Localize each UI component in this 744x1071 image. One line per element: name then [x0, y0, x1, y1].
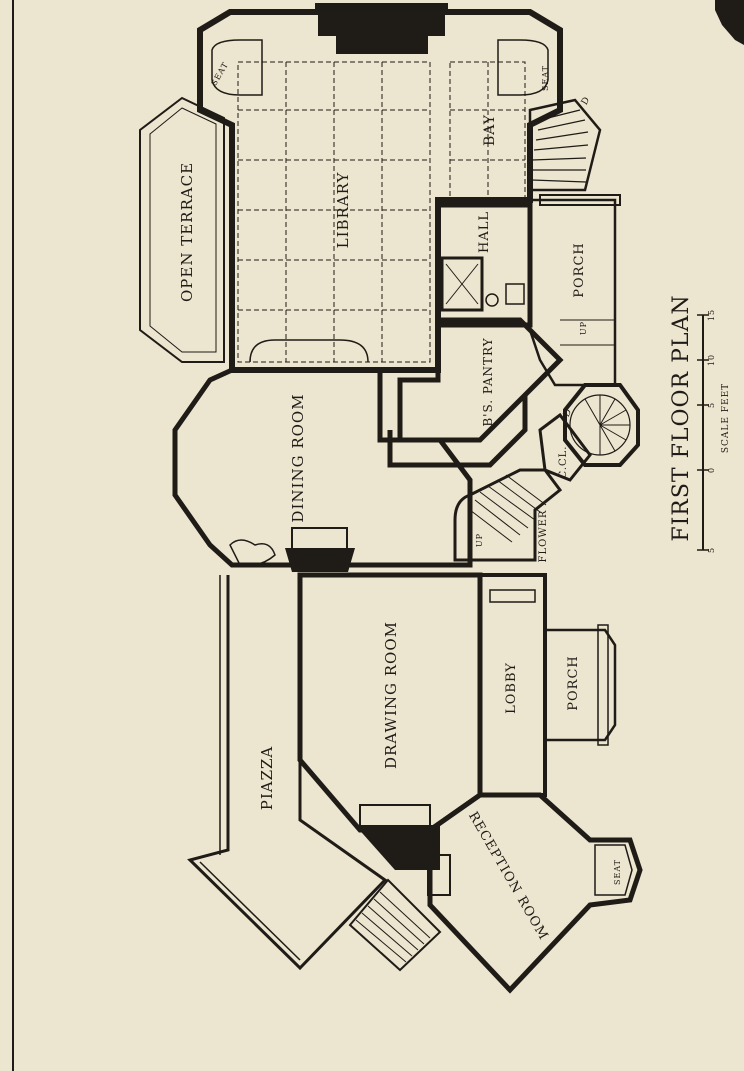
- library-ceiling-grid: [237, 61, 526, 363]
- label-seat-ne: SEAT: [541, 65, 550, 91]
- label-porch-south: PORCH: [566, 655, 581, 710]
- flower-stair-outline: [453, 468, 563, 562]
- library-walls: [197, 3, 563, 373]
- scale-bar: [697, 314, 709, 551]
- scale-tick-1: 0: [707, 467, 716, 473]
- scale-label: SCALE FEET: [721, 383, 731, 453]
- label-bay: BAY: [482, 114, 498, 146]
- scale-tick-2: 5: [707, 402, 716, 408]
- label-seat-reception: SEAT: [613, 859, 622, 885]
- label-piazza: PIAZZA: [258, 746, 276, 811]
- pantry-walls: [397, 317, 564, 443]
- label-porch-north: PORCH: [572, 242, 587, 297]
- label-drawing-room: DRAWING ROOM: [382, 621, 400, 769]
- label-bs-pantry: B'S. PANTRY: [481, 337, 495, 426]
- label-flower: FLOWER: [538, 510, 549, 563]
- dining-room-walls: [172, 367, 473, 568]
- label-hall: HALL: [477, 211, 492, 253]
- label-dining-room: DINING ROOM: [289, 393, 307, 522]
- reception-room-walls: [427, 792, 643, 994]
- label-library: LIBRARY: [334, 172, 352, 249]
- label-reception-room: RECEPTION ROOM: [465, 809, 551, 943]
- scale-tick-3: 10: [707, 354, 716, 366]
- plan-title: FIRST FLOOR PLAN: [669, 294, 694, 541]
- reception-seat: [594, 844, 633, 896]
- scale-tick-0: 5: [707, 547, 716, 553]
- corner-ornament: [715, 0, 744, 45]
- label-open-terrace: OPEN TERRACE: [178, 162, 196, 302]
- label-up-flower: UP: [475, 533, 484, 547]
- scale-tick-4: 15: [707, 309, 716, 321]
- piazza-outline: [187, 575, 388, 971]
- dining-fireplace: [291, 527, 348, 551]
- label-up-porch: UP: [579, 321, 588, 335]
- spiral-stair: [563, 383, 640, 467]
- label-cl: C.CL.: [558, 446, 569, 479]
- library-chimney: [318, 6, 445, 36]
- north-stair: [528, 98, 602, 192]
- label-lobby: LOBBY: [504, 662, 519, 714]
- piazza-steps: [348, 878, 442, 972]
- south-porch-outline: [545, 628, 617, 742]
- label-d-stair: D: [580, 95, 593, 107]
